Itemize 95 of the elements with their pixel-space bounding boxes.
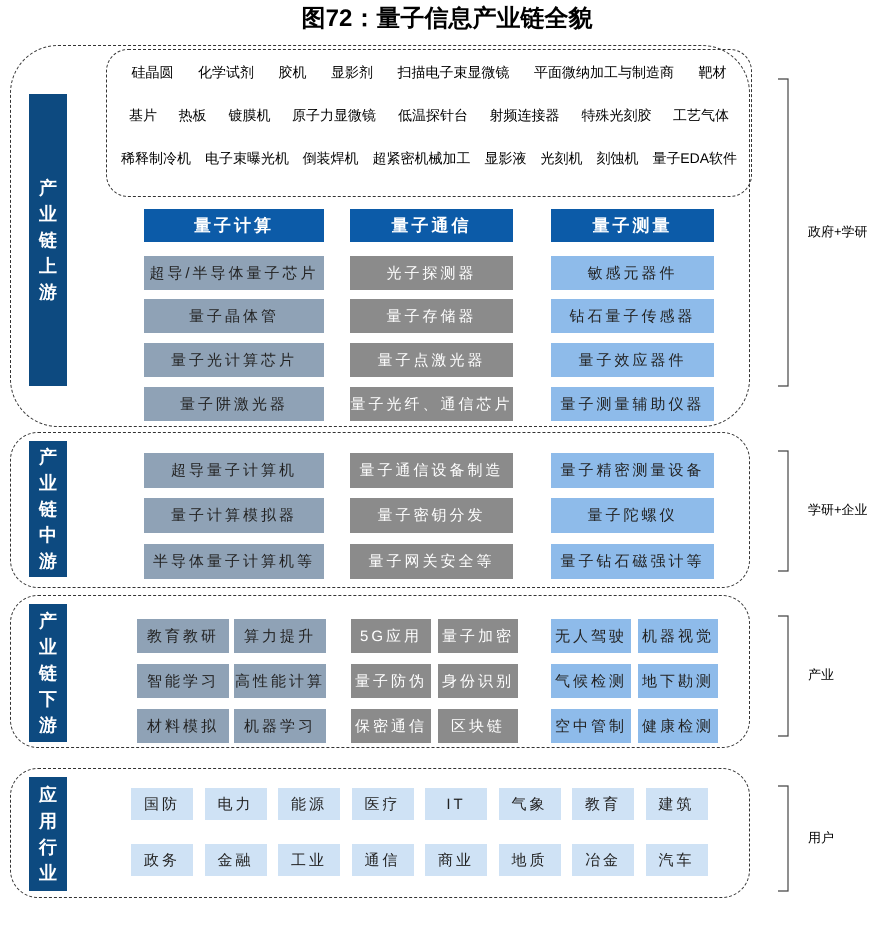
side-label: 产业 <box>808 666 834 684</box>
item-box: 量子阱激光器 <box>144 387 324 421</box>
item-box: 量子防伪 <box>351 664 431 698</box>
item-box: 身份识别 <box>438 664 518 698</box>
item-box: 5G应用 <box>351 619 431 653</box>
material-label: 光刻机 <box>540 150 582 168</box>
item-box: 量子密钥分发 <box>350 498 513 533</box>
item-box: 材料模拟 <box>137 709 229 743</box>
item-box: 量子效应器件 <box>551 343 714 377</box>
item-box: 量子精密测量设备 <box>551 453 714 488</box>
side-label: 用户 <box>808 828 834 846</box>
material-label: 化学试剂 <box>198 64 254 82</box>
item-box: 区块链 <box>438 709 518 743</box>
item-box: 量子晶体管 <box>144 299 324 333</box>
item-box: 建筑 <box>646 788 708 820</box>
item-box: 气候检测 <box>551 664 631 698</box>
stage-band <box>10 432 750 588</box>
item-box: 教育教研 <box>137 619 229 653</box>
material-label: 镀膜机 <box>228 107 270 125</box>
stage-heading: 产业链下游 <box>29 604 67 742</box>
item-box: 健康检测 <box>638 709 718 743</box>
material-label: 稀释制冷机 <box>120 150 191 168</box>
item-box: 高性能计算 <box>234 664 326 698</box>
material-label: 显影液 <box>484 150 527 168</box>
item-box: 无人驾驶 <box>551 619 631 653</box>
item-box: 量子光计算芯片 <box>144 343 324 377</box>
item-box: 半导体量子计算机等 <box>144 544 324 579</box>
material-label: 刻蚀机 <box>596 150 638 168</box>
item-box: 汽车 <box>646 844 708 876</box>
item-box: 量子陀螺仪 <box>551 498 714 533</box>
item-box: 敏感元器件 <box>551 256 714 290</box>
item-box: 量子点激光器 <box>350 343 513 377</box>
material-label: 胶机 <box>278 64 306 82</box>
item-box: 量子通信设备制造 <box>350 453 513 488</box>
material-label: 硅晶圆 <box>132 64 174 82</box>
category-header: 量子通信 <box>350 209 513 242</box>
material-label: 工艺气体 <box>673 107 730 125</box>
item-box: 通信 <box>352 844 414 876</box>
category-header: 量子测量 <box>551 209 714 242</box>
material-label: 基片 <box>128 107 157 125</box>
item-box: 工业 <box>278 844 340 876</box>
stage-heading: 产业链上游 <box>29 94 67 386</box>
material-label: 显影剂 <box>331 64 373 82</box>
category-header: 量子计算 <box>144 209 324 242</box>
item-box: 算力提升 <box>234 619 326 653</box>
item-box: 超导量子计算机 <box>144 453 324 488</box>
item-box: 地下勘测 <box>638 664 718 698</box>
stage-band <box>10 45 750 427</box>
stage-band <box>10 595 750 748</box>
diagram-title: 图72：量子信息产业链全貌 <box>300 4 594 34</box>
item-box: 量子钻石磁强计等 <box>551 544 714 579</box>
stage-heading: 产业链中游 <box>29 441 67 577</box>
item-box: 商业 <box>425 844 487 876</box>
item-box: 量子存储器 <box>350 299 513 333</box>
material-label: 原子力显微镜 <box>292 107 376 125</box>
material-label: 扫描电子束显微镜 <box>398 64 510 82</box>
item-box: 空中管制 <box>551 709 631 743</box>
item-box: 钻石量子传感器 <box>551 299 714 333</box>
item-box: 金融 <box>204 844 266 876</box>
material-label: 特殊光刻胶 <box>581 107 652 125</box>
item-box: 地质 <box>498 844 560 876</box>
item-box: 医疗 <box>352 788 414 820</box>
item-box: 量子网关安全等 <box>350 544 513 579</box>
material-label: 热板 <box>178 107 207 125</box>
materials-box <box>106 49 752 197</box>
item-box: 气象 <box>498 788 560 820</box>
material-label: 超紧密机械加工 <box>372 150 471 168</box>
stage-heading: 应用行业 <box>29 777 67 891</box>
material-label: 平面微纳加工与制造商 <box>534 64 674 82</box>
material-label: 电子束曝光机 <box>204 150 289 168</box>
item-box: 国防 <box>131 788 193 820</box>
side-label: 学研+企业 <box>808 501 868 519</box>
material-label: 靶材 <box>698 64 726 82</box>
item-box: 智能学习 <box>137 664 229 698</box>
item-box: 机器学习 <box>234 709 326 743</box>
side-label: 政府+学研 <box>808 222 868 240</box>
item-box: 超导/半导体量子芯片 <box>144 256 324 290</box>
material-label: 射频连接器 <box>490 107 560 125</box>
item-box: 保密通信 <box>351 709 431 743</box>
item-box: 光子探测器 <box>350 256 513 290</box>
item-box: 量子加密 <box>438 619 518 653</box>
material-label: 低温探针台 <box>398 107 468 125</box>
item-box: 教育 <box>572 788 634 820</box>
item-box: 电力 <box>204 788 266 820</box>
item-box: 冶金 <box>572 844 634 876</box>
item-box: 政务 <box>131 844 193 876</box>
stage-band <box>10 768 750 898</box>
item-box: 量子计算模拟器 <box>144 498 324 533</box>
item-box: 量子测量辅助仪器 <box>551 387 714 421</box>
item-box: IT <box>425 788 487 820</box>
item-box: 机器视觉 <box>638 619 718 653</box>
material-label: 倒装焊机 <box>302 150 359 168</box>
item-box: 能源 <box>278 788 340 820</box>
item-box: 量子光纤、通信芯片 <box>350 387 513 421</box>
material-label: 量子EDA软件 <box>652 150 738 168</box>
